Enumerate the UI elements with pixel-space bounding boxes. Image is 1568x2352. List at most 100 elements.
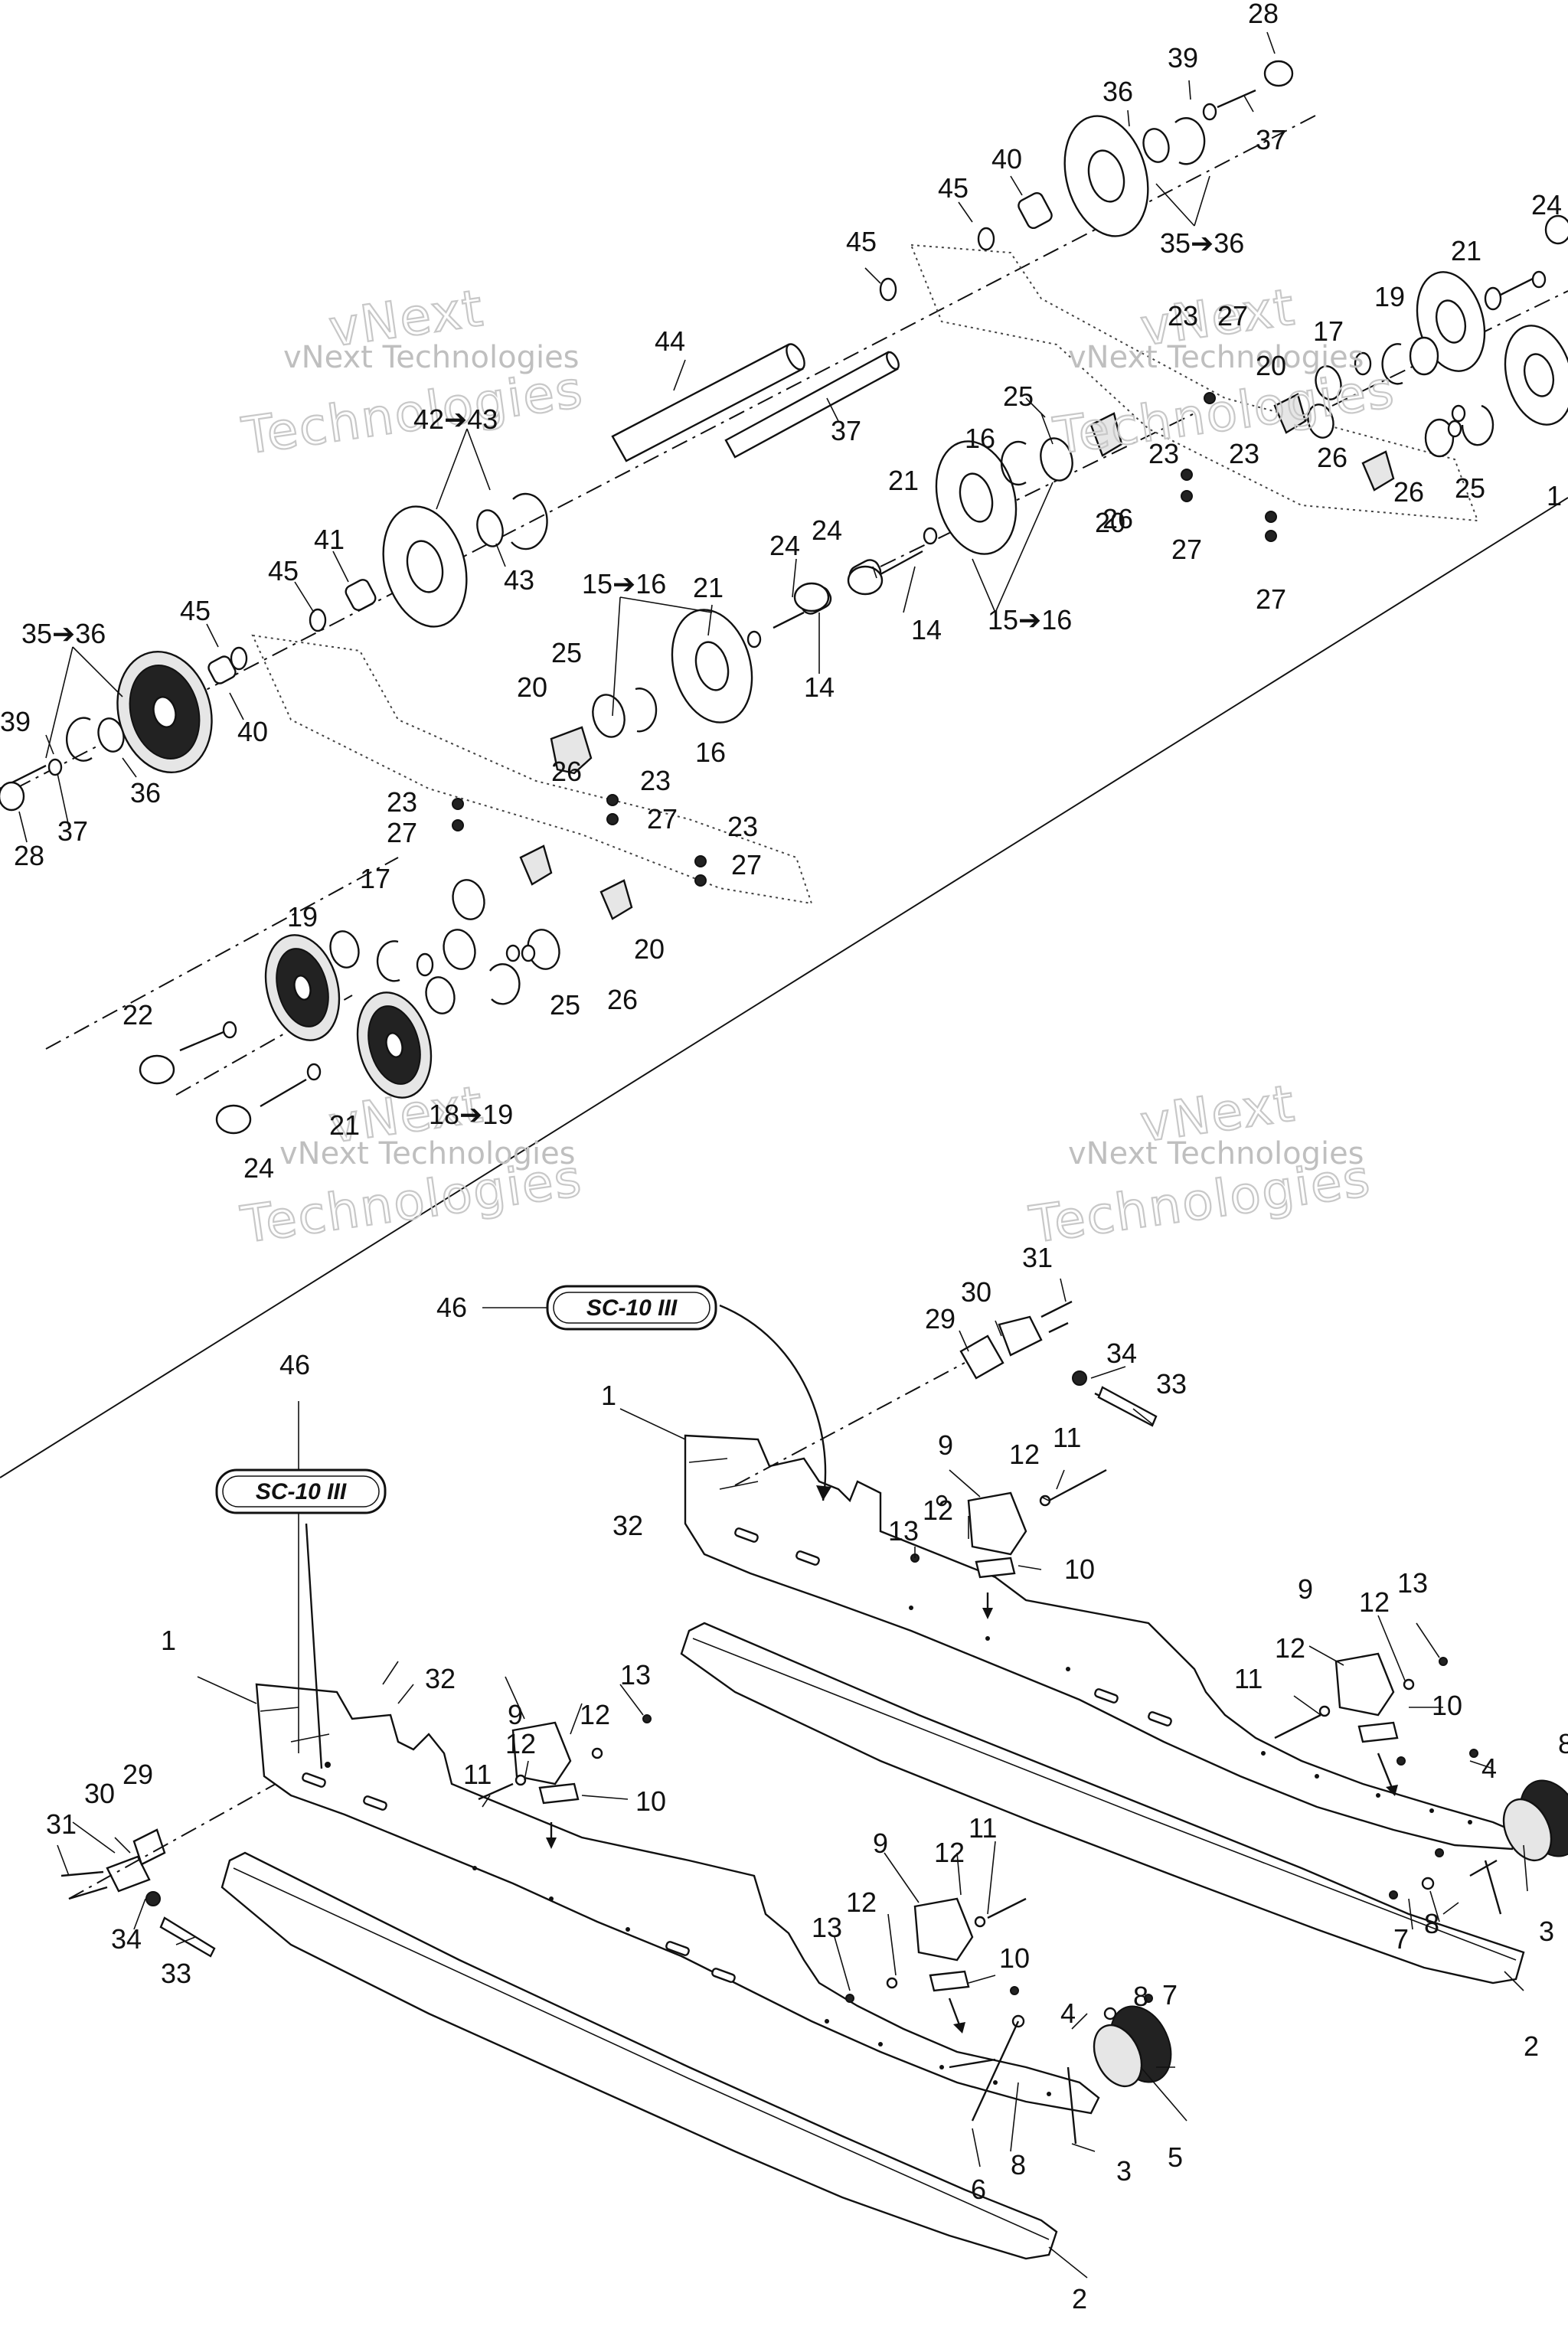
label-1: 1 (601, 1380, 616, 1411)
label-12: 12 (934, 1837, 965, 1868)
stoppers-9-10 (511, 1491, 1399, 1992)
label-12: 12 (1359, 1586, 1390, 1618)
label-8: 8 (1011, 2149, 1026, 2180)
label-24: 24 (812, 514, 842, 546)
label-45: 45 (846, 226, 877, 257)
label-35-36: 35➔36 (1160, 227, 1244, 259)
label-3: 3 (1539, 1916, 1554, 1947)
shaft-44 (611, 343, 805, 462)
label-3: 3 (1116, 2155, 1132, 2187)
label-35-36: 35➔36 (21, 618, 106, 649)
label-23: 23 (1148, 438, 1179, 469)
small-hardware-bottom (478, 1468, 1502, 2145)
idler-wheel-42 (382, 505, 468, 628)
label-20: 20 (634, 933, 665, 965)
label-21: 21 (1451, 235, 1481, 266)
label-13: 13 (1397, 1567, 1428, 1599)
label-16: 16 (965, 423, 995, 454)
idler-wheel-18-b (356, 991, 433, 1099)
label-2: 2 (1524, 2030, 1539, 2062)
brackets-20 (519, 393, 1395, 920)
label-11: 11 (969, 1812, 997, 1844)
decal-logo-text: SC-10 III (586, 1295, 678, 1321)
label-40: 40 (237, 716, 268, 747)
label-20: 20 (1095, 507, 1125, 538)
watermark-top-left: vNext vNext Technologies Technologies (237, 278, 588, 467)
label-36: 36 (130, 777, 161, 808)
label-20: 20 (1256, 350, 1286, 381)
label-24: 24 (769, 530, 800, 561)
label-12: 12 (846, 1886, 877, 1918)
label-18-19: 18➔19 (429, 1099, 513, 1130)
label-23: 23 (727, 811, 758, 842)
leader-lines-bottom (57, 1278, 1528, 2278)
label-44: 44 (655, 325, 685, 357)
label-19: 19 (1374, 281, 1405, 312)
idler-wheel-35-left (116, 650, 213, 774)
label-36: 36 (1102, 76, 1133, 107)
label-45: 45 (268, 555, 299, 586)
label-27: 27 (731, 849, 762, 880)
shaft-37 (724, 351, 900, 459)
watermark-vnext-technologies: vNext Technologies (279, 1136, 576, 1171)
label-2: 2 (1072, 2283, 1087, 2314)
watermark-vnext-technologies: vNext Technologies (283, 340, 580, 375)
label-21: 21 (693, 572, 724, 603)
end-wheel-right (1502, 1779, 1568, 1862)
label-26: 26 (607, 984, 638, 1015)
label-17: 17 (1313, 315, 1344, 347)
label-9: 9 (873, 1828, 888, 1859)
label-12: 12 (505, 1728, 536, 1759)
label-13: 13 (812, 1912, 842, 1943)
idler-wheel-15-upper (935, 440, 1018, 555)
idler-wheel-35-top (1063, 115, 1149, 237)
rail-left (255, 1683, 1100, 2115)
label-14: 14 (911, 614, 942, 645)
label-19: 19 (287, 901, 318, 933)
leader-lines-top (18, 31, 1276, 843)
label-7: 7 (1393, 1923, 1409, 1955)
label-45: 45 (180, 595, 211, 626)
label-32: 32 (425, 1663, 456, 1694)
rear-idler-assembly: vNext vNext Technologies Technologies vN… (0, 31, 1568, 1256)
label-26: 26 (551, 756, 582, 787)
label-12: 12 (1009, 1439, 1040, 1470)
label-31: 31 (1022, 1242, 1053, 1273)
label-12: 12 (923, 1494, 953, 1526)
label-27: 27 (647, 803, 678, 835)
label-17: 17 (360, 863, 390, 894)
label-25: 25 (1455, 472, 1485, 504)
label-33: 33 (161, 1958, 191, 1989)
label-25: 25 (551, 637, 582, 668)
label-1: 1 (161, 1625, 176, 1656)
label-15-16: 15➔16 (582, 568, 666, 599)
label-9: 9 (508, 1699, 523, 1730)
label-30: 30 (84, 1778, 115, 1809)
label-28: 28 (1248, 0, 1279, 29)
label-12: 12 (1275, 1632, 1305, 1664)
watermark-vnext-technologies: vNext Technologies (1068, 340, 1364, 375)
label-41: 41 (314, 524, 345, 555)
label-29: 29 (122, 1759, 153, 1790)
label-8: 8 (1558, 1728, 1568, 1759)
label-37: 37 (831, 415, 861, 446)
label-46: 46 (436, 1292, 467, 1323)
label-43: 43 (504, 564, 534, 596)
label-26: 26 (1393, 476, 1424, 508)
rail-left-slots (302, 1762, 1051, 2096)
end-wheel-left (1093, 2005, 1172, 2088)
label-20: 20 (517, 671, 547, 703)
label-18: 1 (1547, 480, 1562, 511)
watermark-vnext-technologies: vNext Technologies (1068, 1136, 1364, 1171)
label-10: 10 (635, 1785, 666, 1817)
label-46: 46 (279, 1349, 310, 1380)
watermark-middle-right: vNext vNext Technologies Technologies (1025, 1073, 1376, 1256)
label-31: 31 (46, 1808, 77, 1840)
label-21: 21 (888, 465, 919, 496)
label-39: 39 (1168, 42, 1198, 74)
label-29: 29 (925, 1303, 956, 1334)
watermark-technologies: Technologies (238, 360, 586, 466)
rail-assembly: SC-10 III SC-10 III (57, 1278, 1568, 2278)
